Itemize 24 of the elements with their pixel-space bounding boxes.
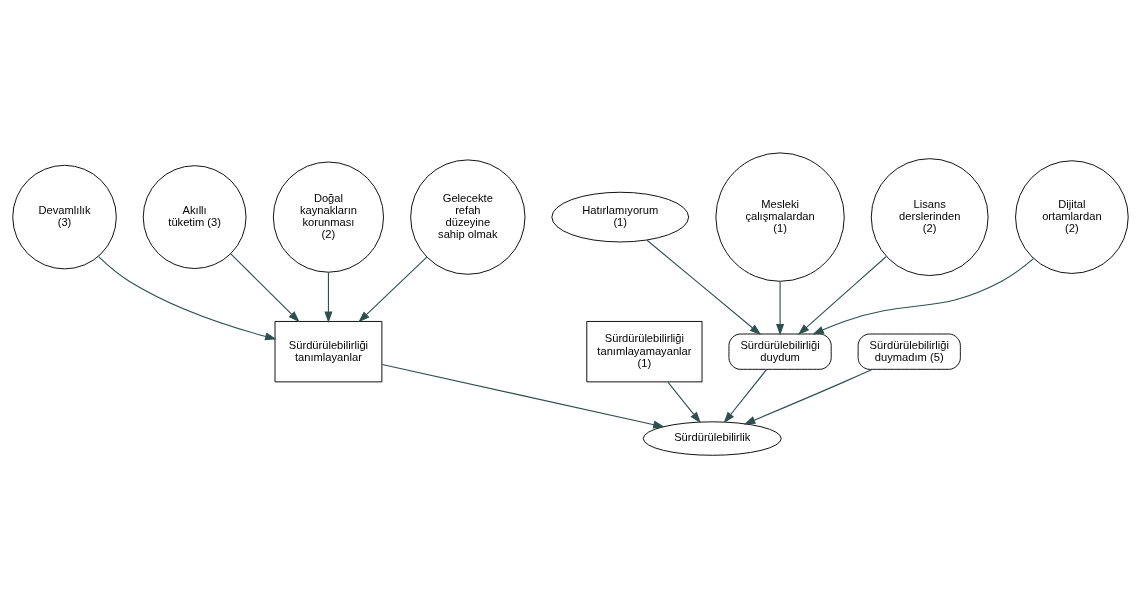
node-circle: Mesleki çalışmalardan (1)	[715, 151, 845, 282]
node-circle: Devamlılık (3)	[12, 164, 117, 269]
arrow	[324, 271, 333, 323]
node-circle: Akıllı tüketim (3)	[142, 164, 247, 269]
node-ellipse: Hatırlamıyorum (1)	[551, 191, 690, 242]
arrow	[743, 368, 873, 424]
node-circle: Dijital ortamlardan (2)	[1015, 159, 1129, 274]
node-box: Sürdürülebilirliği duymadım (5)	[857, 333, 961, 370]
arrow	[797, 255, 887, 335]
node-circle: Gelecekte refah düzeyine sahip olmak	[410, 158, 526, 275]
node-box: Sürdürülebilirliği tanımlayamayanlar (1)	[586, 320, 703, 382]
node-box: Sürdürülebilirliği duydum	[728, 333, 832, 370]
node-box: Sürdürülebilirliği tanımlayanlar	[274, 320, 383, 382]
node-circle: Lisans derslerinden (2)	[870, 157, 989, 276]
arrow	[812, 257, 1034, 335]
arrow	[667, 381, 701, 423]
arrow	[776, 280, 785, 336]
arrow	[230, 252, 300, 322]
node-circle: Doğal kaynakların korunması (2)	[272, 161, 384, 273]
arrow	[358, 256, 428, 322]
arrow	[646, 239, 762, 335]
arrow	[98, 255, 277, 340]
arrow	[381, 363, 665, 429]
arrow	[723, 368, 768, 423]
